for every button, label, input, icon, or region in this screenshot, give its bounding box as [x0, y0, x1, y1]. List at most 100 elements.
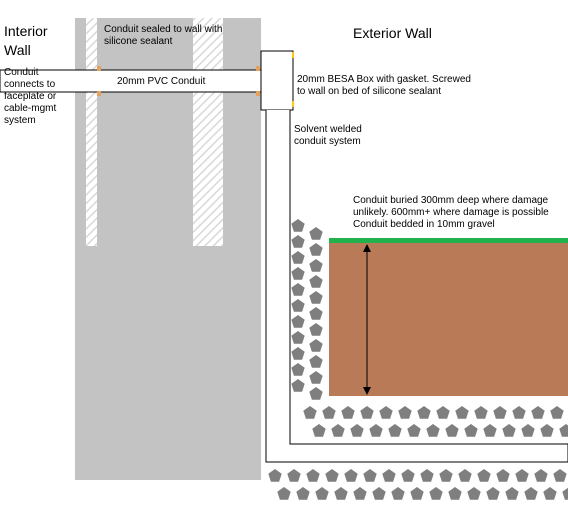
interior-wall [75, 18, 261, 480]
buried-note: Conduit buried 300mm deep where damage u… [353, 195, 549, 230]
gravel-pebble [512, 406, 526, 419]
gravel-pebble [550, 406, 564, 419]
conduit-connection-note: Conduit connects to faceplate or cable-m… [4, 67, 57, 126]
gravel-pebble [534, 469, 548, 482]
gravel-pebble [363, 469, 377, 482]
gravel-pebble [505, 487, 519, 500]
gravel-pebble [483, 424, 497, 437]
sealant-mark [97, 66, 101, 71]
gravel-pebble [309, 291, 323, 304]
gravel-pebble [291, 331, 305, 344]
gravel-pebble [369, 424, 383, 437]
gravel-pebble [391, 487, 405, 500]
gravel-pebble [291, 251, 305, 264]
gravel-pebble [277, 487, 291, 500]
gravel-pebble [325, 469, 339, 482]
gravel-pebble [309, 323, 323, 336]
gravel-pebble [309, 371, 323, 384]
gravel-pebble [331, 424, 345, 437]
gravel-pebble [322, 406, 336, 419]
gravel-pebble [410, 487, 424, 500]
gravel-pebble [477, 469, 491, 482]
exterior-wall-label: Exterior Wall [353, 25, 432, 41]
solvent-welded-label: Solvent welded conduit system [294, 124, 362, 147]
gravel-pebble [353, 487, 367, 500]
wall-stud-left [86, 18, 97, 246]
gravel-pebble [360, 406, 374, 419]
gravel-pebble [388, 424, 402, 437]
gravel-pebble [309, 227, 323, 240]
gravel-pebble [350, 424, 364, 437]
interior-wall-label: Interior Wall [4, 23, 48, 58]
sealed-note: Conduit sealed to wall with silicone sea… [104, 24, 223, 47]
sealant-mark [256, 91, 260, 96]
gravel-pebble [334, 487, 348, 500]
gravel-pebble [493, 406, 507, 419]
gravel-pebble [309, 259, 323, 272]
gravel-pebble [372, 487, 386, 500]
gasket [292, 52, 294, 58]
wall-stud-right [193, 18, 223, 246]
gravel-pebble [524, 487, 538, 500]
gravel-pebble [309, 355, 323, 368]
gravel-pebble [420, 469, 434, 482]
gravel-pebble [309, 307, 323, 320]
gravel-pebble [312, 424, 326, 437]
gravel-pebble [303, 406, 317, 419]
vertical-conduit [265, 110, 568, 463]
gravel-pebble [455, 406, 469, 419]
gravel-pebble [309, 243, 323, 256]
gravel-pebble [486, 487, 500, 500]
gravel-pebble [531, 406, 545, 419]
gravel-pebble [502, 424, 516, 437]
gravel-pebble [521, 424, 535, 437]
sealant-mark [256, 66, 260, 71]
gravel-pebble [315, 487, 329, 500]
gravel-pebble [341, 406, 355, 419]
gravel-pebble [467, 487, 481, 500]
gravel-pebble [515, 469, 529, 482]
grass [329, 238, 568, 243]
gravel-pebble [559, 424, 568, 437]
gravel-bed [268, 219, 568, 500]
gravel-pebble [296, 487, 310, 500]
gravel-pebble [398, 406, 412, 419]
gravel-pebble [382, 469, 396, 482]
gravel-pebble [291, 347, 305, 360]
gravel-pebble [496, 469, 510, 482]
gravel-pebble [291, 299, 305, 312]
gravel-pebble [291, 363, 305, 376]
pvc-conduit-label: 20mm PVC Conduit [117, 76, 206, 87]
gravel-pebble [540, 424, 554, 437]
gravel-pebble [445, 424, 459, 437]
besa-box [260, 50, 294, 111]
gravel-pebble [562, 487, 568, 500]
gasket [292, 101, 294, 107]
gravel-pebble [439, 469, 453, 482]
gravel-pebble [291, 267, 305, 280]
gravel-pebble [291, 379, 305, 392]
gravel-pebble [401, 469, 415, 482]
gravel-pebble [429, 487, 443, 500]
gravel-pebble [268, 469, 282, 482]
gravel-pebble [553, 469, 567, 482]
gravel-pebble [291, 283, 305, 296]
gravel-pebble [458, 469, 472, 482]
gravel-pebble [436, 406, 450, 419]
gravel-pebble [291, 219, 305, 232]
gravel-pebble [464, 424, 478, 437]
gravel-pebble [291, 235, 305, 248]
gravel-pebble [291, 315, 305, 328]
gravel-pebble [417, 406, 431, 419]
gravel-pebble [474, 406, 488, 419]
gravel-pebble [543, 487, 557, 500]
gravel-pebble [448, 487, 462, 500]
gravel-pebble [306, 469, 320, 482]
besa-box-label: 20mm BESA Box with gasket. Screwed to wa… [297, 74, 471, 97]
gravel-pebble [309, 275, 323, 288]
gravel-pebble [309, 339, 323, 352]
gravel-pebble [407, 424, 421, 437]
gravel-pebble [309, 387, 323, 400]
gravel-pebble [344, 469, 358, 482]
